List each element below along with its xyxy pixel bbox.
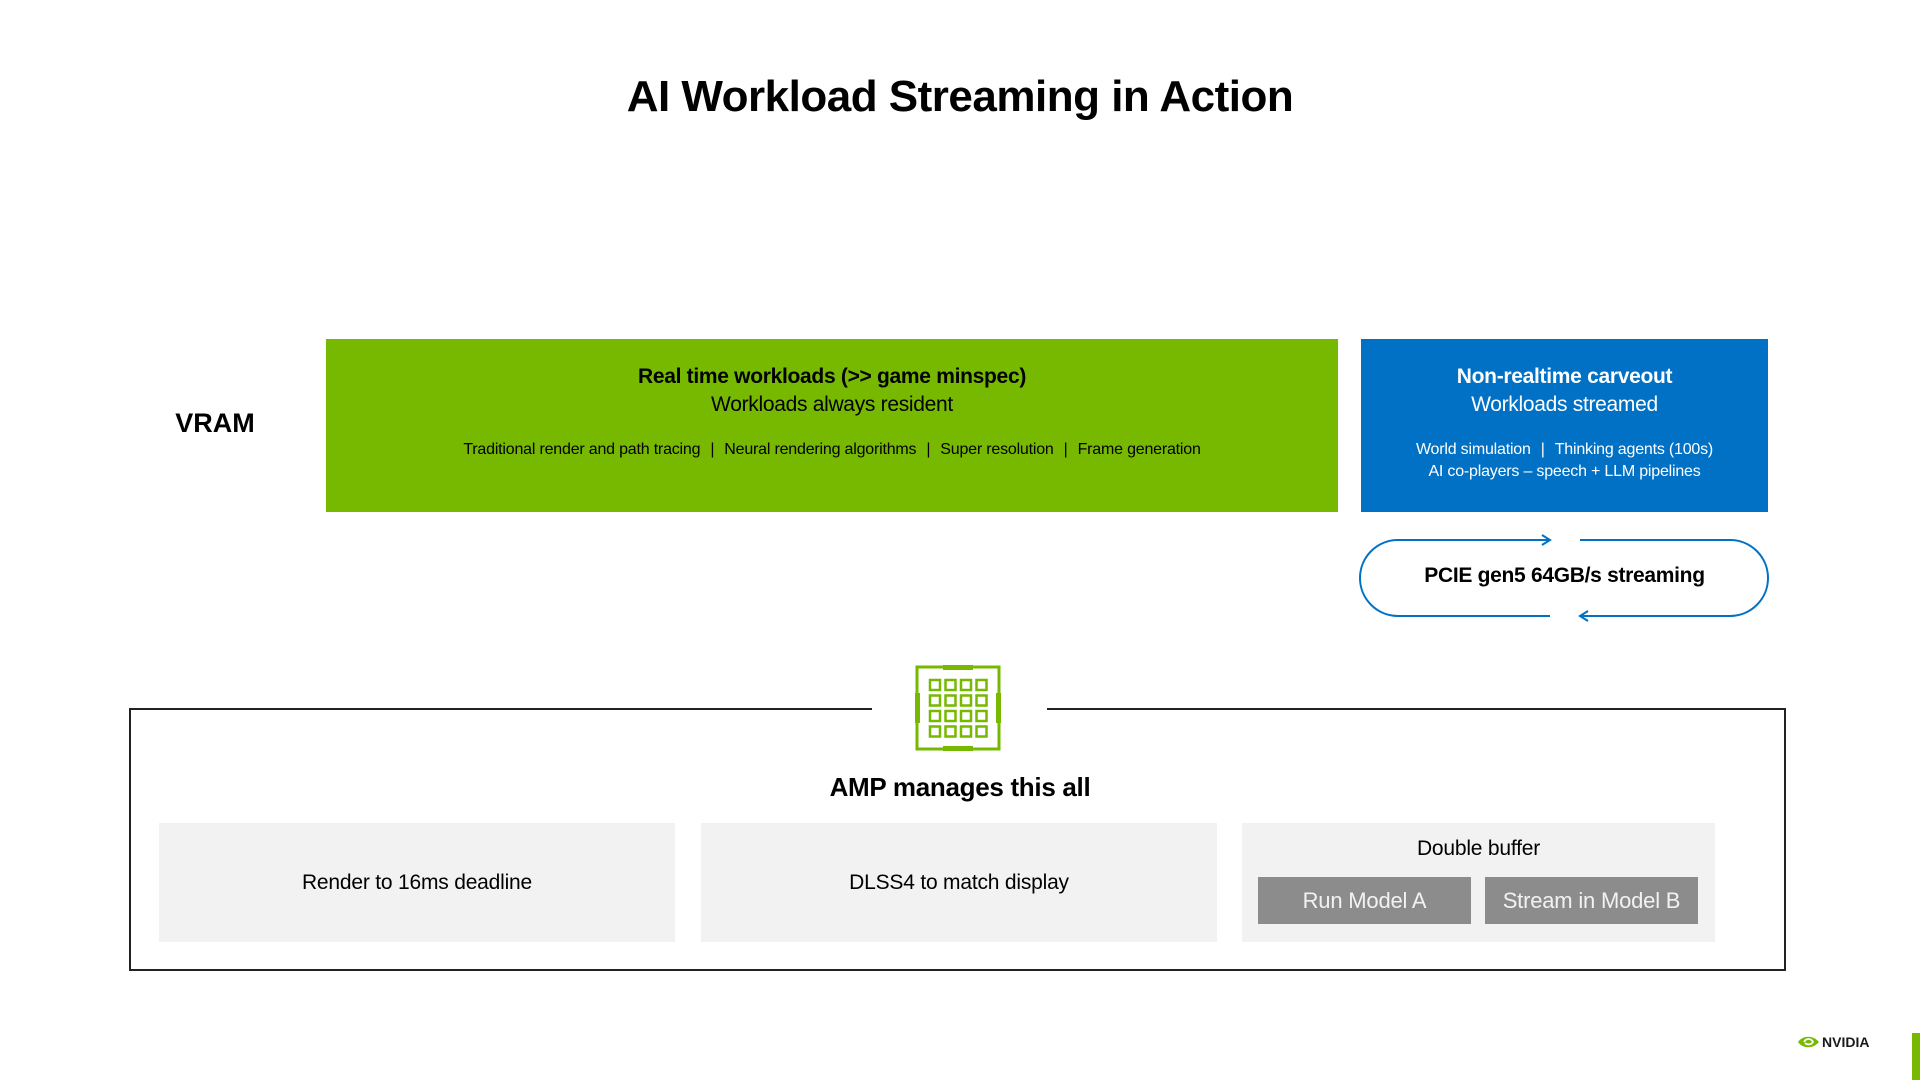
chip-cell: [944, 678, 957, 692]
gpu-chip-icon: [915, 665, 1001, 751]
nonrealtime-line-1: World simulation | Thinking agents (100s): [1361, 439, 1768, 461]
card-label: Render to 16ms deadline: [301, 871, 533, 894]
loop-left-path: [1359, 539, 1550, 617]
chip-cell: [975, 694, 988, 707]
realtime-heading: Real time workloads (>> game minspec): [637, 365, 1027, 388]
chip-cell: [975, 678, 988, 692]
amp-label: AMP manages this all: [829, 772, 1091, 802]
chip-cell: [928, 694, 942, 707]
separator: |: [926, 441, 931, 458]
run-model-a-block: Run Model A: [1258, 877, 1471, 924]
realtime-subheading: Workloads always resident: [711, 393, 953, 416]
dlss-card: DLSS4 to match display: [701, 823, 1217, 942]
double-buffer-card: Double buffer Run Model A Stream in Mode…: [1242, 823, 1715, 942]
chip-cell: [928, 725, 942, 738]
stream-model-b-block: Stream in Model B: [1485, 877, 1698, 924]
nvidia-wordmark: NVIDIA: [1822, 1034, 1869, 1050]
chip-cell: [959, 678, 973, 692]
chip-cell: [944, 725, 957, 738]
accent-bar: [1912, 1033, 1920, 1080]
vram-label: VRAM: [175, 408, 255, 438]
chip-cell: [928, 709, 942, 723]
realtime-item: Neural rendering algorithms: [724, 441, 917, 458]
chip-cell: [944, 694, 957, 707]
chip-cell: [944, 709, 957, 723]
realtime-item: Frame generation: [1077, 441, 1201, 458]
realtime-items: Traditional render and path tracing | Neur…: [326, 439, 1338, 461]
arrow-left-head: [1578, 610, 1589, 622]
arrow-right-head: [1541, 534, 1552, 546]
separator: |: [1540, 441, 1545, 458]
realtime-workloads-box: Real time workloads (>> game minspec) Wo…: [326, 339, 1338, 512]
separator: |: [710, 441, 715, 458]
nonrealtime-subheading: Workloads streamed: [1471, 393, 1658, 416]
realtime-item: Super resolution: [940, 441, 1054, 458]
slide-title: AI Workload Streaming in Action: [626, 72, 1294, 121]
chip-cell: [959, 694, 973, 707]
separator: |: [1063, 441, 1068, 458]
chip-cell: [959, 725, 973, 738]
card-label: DLSS4 to match display: [849, 871, 1069, 894]
card-label: Double buffer: [1416, 837, 1541, 860]
nonrealtime-items: World simulation|Thinking agents (100s) …: [1361, 439, 1768, 483]
chip-cell: [975, 725, 988, 738]
pcie-streaming-label: PCIE gen5 64GB/s streaming: [1424, 564, 1705, 587]
nonrealtime-item: World simulation: [1415, 441, 1531, 458]
nonrealtime-item: Thinking agents (100s): [1554, 441, 1714, 458]
nvidia-logo: NVIDIA: [1798, 1034, 1869, 1050]
chip-cell: [975, 709, 988, 723]
loop-right-path: [1580, 539, 1769, 617]
nvidia-eye-icon: [1798, 1036, 1819, 1048]
chip-cell: [959, 709, 973, 723]
render-deadline-card: Render to 16ms deadline: [159, 823, 675, 942]
nonrealtime-heading: Non-realtime carveout: [1456, 365, 1673, 388]
nonrealtime-line-2: AI co-players – speech + LLM pipelines: [1428, 463, 1701, 480]
streaming-loop-icon: [1359, 534, 1769, 622]
chip-cell: [928, 678, 942, 692]
nonrealtime-carveout-box: Non-realtime carveout Workloads streamed…: [1361, 339, 1768, 512]
realtime-item: Traditional render and path tracing: [463, 441, 701, 458]
